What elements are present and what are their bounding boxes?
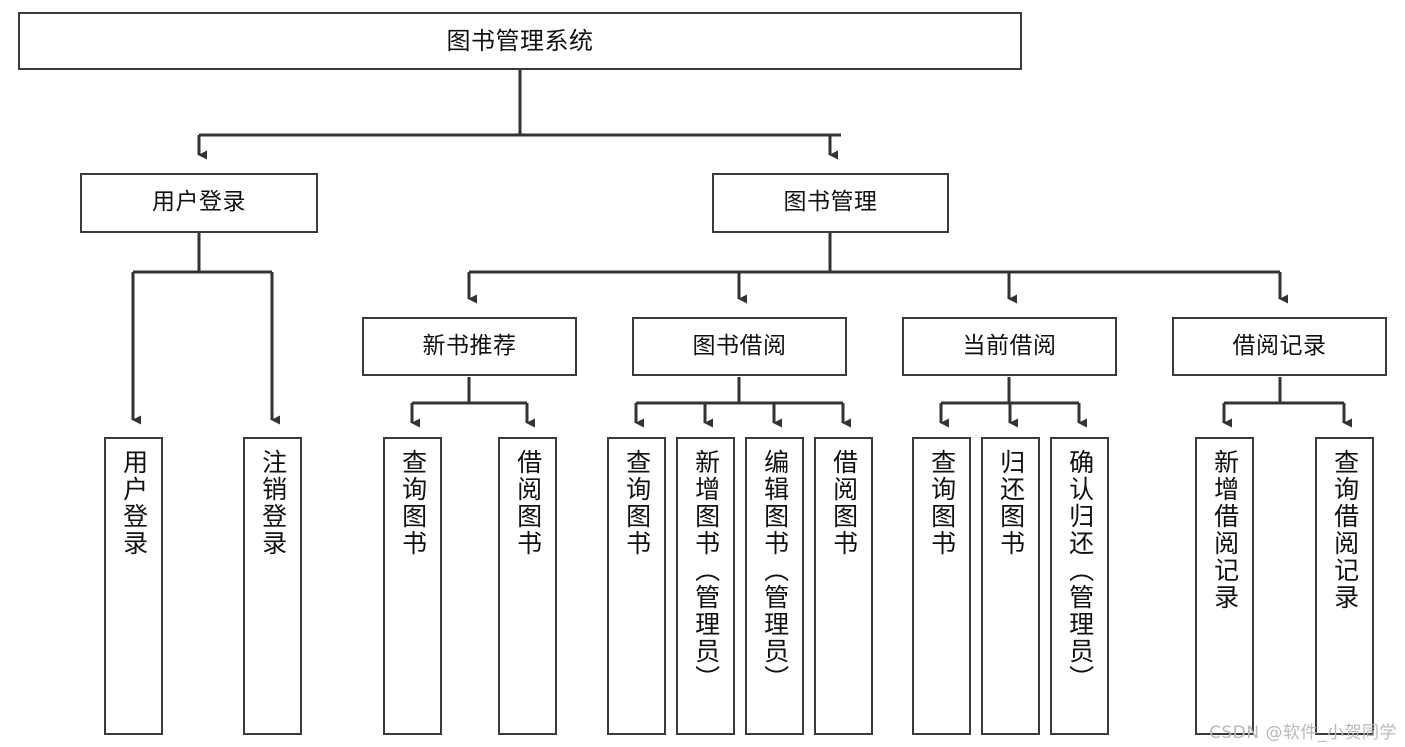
leaf-user-login[interactable]: 用户登录 [104,437,163,735]
leaf-query-book-recommend[interactable]: 查询图书 [383,437,442,735]
leaf-query-borrow-record-label: 查询借阅记录 [1330,449,1360,611]
node-borrow-record-label: 借阅记录 [1232,332,1327,359]
node-new-book-recommend[interactable]: 新书推荐 [362,317,577,376]
leaf-confirm-return-label: 确认归还（管理员） [1065,449,1095,692]
node-book-borrow[interactable]: 图书借阅 [632,317,847,376]
node-user-login[interactable]: 用户登录 [80,173,318,233]
node-root-book-management-system[interactable]: 图书管理系统 [18,12,1022,70]
leaf-add-borrow-record[interactable]: 新增借阅记录 [1195,437,1254,735]
leaf-logout-login-label: 注销登录 [258,449,288,557]
leaf-borrow-book-recommend-label: 借阅图书 [513,449,543,557]
leaf-user-login-label: 用户登录 [119,449,149,557]
leaf-query-borrow-record[interactable]: 查询借阅记录 [1315,437,1374,735]
leaf-query-book-current-label: 查询图书 [927,449,957,557]
csdn-watermark: CSDN @软件_小贺同学 [1209,723,1397,743]
node-book-management-label: 图书管理 [783,189,878,216]
leaf-query-book-borrow[interactable]: 查询图书 [607,437,666,735]
leaf-edit-book-label: 编辑图书（管理员） [760,449,790,692]
leaf-query-book-borrow-label: 查询图书 [622,449,652,557]
node-current-borrow[interactable]: 当前借阅 [902,317,1117,376]
node-current-borrow-label: 当前借阅 [962,332,1057,359]
leaf-add-book[interactable]: 新增图书（管理员） [676,437,735,735]
leaf-logout-login[interactable]: 注销登录 [243,437,302,735]
leaf-borrow-book-recommend[interactable]: 借阅图书 [498,437,557,735]
leaf-borrow-book[interactable]: 借阅图书 [814,437,873,735]
leaf-add-borrow-record-label: 新增借阅记录 [1210,449,1240,611]
leaf-borrow-book-label: 借阅图书 [829,449,859,557]
leaf-edit-book[interactable]: 编辑图书（管理员） [745,437,804,735]
leaf-return-book[interactable]: 归还图书 [981,437,1040,735]
node-book-management[interactable]: 图书管理 [712,173,949,233]
node-root-label: 图书管理系统 [446,26,594,55]
leaf-return-book-label: 归还图书 [996,449,1026,557]
leaf-confirm-return[interactable]: 确认归还（管理员） [1050,437,1109,735]
node-borrow-record[interactable]: 借阅记录 [1172,317,1387,376]
node-new-book-recommend-label: 新书推荐 [422,332,517,359]
leaf-query-book-recommend-label: 查询图书 [398,449,428,557]
node-user-login-label: 用户登录 [152,189,246,216]
leaf-add-book-label: 新增图书（管理员） [691,449,721,692]
node-book-borrow-label: 图书借阅 [692,332,787,359]
leaf-query-book-current[interactable]: 查询图书 [912,437,971,735]
